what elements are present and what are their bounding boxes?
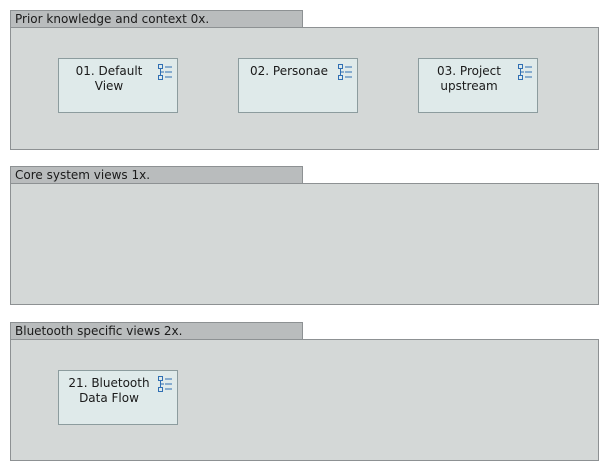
view-card-project-upstream[interactable]: 03. Project upstream <box>418 58 538 113</box>
group-body[interactable]: 21. Bluetooth Data Flow <box>10 339 599 461</box>
group-bluetooth-specific-views[interactable]: Bluetooth specific views 2x. 21. Bluetoo… <box>10 322 599 462</box>
group-title: Core system views 1x. <box>10 166 303 183</box>
view-list-icon <box>338 64 352 80</box>
view-list-icon <box>158 376 172 392</box>
view-card-default-view[interactable]: 01. Default View <box>58 58 178 113</box>
group-title: Bluetooth specific views 2x. <box>10 322 303 339</box>
group-title: Prior knowledge and context 0x. <box>10 10 303 27</box>
group-body[interactable] <box>10 183 599 305</box>
view-list-icon <box>158 64 172 80</box>
view-list-icon <box>518 64 532 80</box>
view-card-label: 01. Default View <box>75 64 143 93</box>
view-card-bluetooth-data-flow[interactable]: 21. Bluetooth Data Flow <box>58 370 178 425</box>
view-card-label: 02. Personae <box>250 64 328 78</box>
group-prior-knowledge[interactable]: Prior knowledge and context 0x. 01. Defa… <box>10 10 599 150</box>
group-body[interactable]: 01. Default View 02. Personae <box>10 27 599 150</box>
view-card-label: 21. Bluetooth Data Flow <box>68 376 150 405</box>
view-card-label: 03. Project upstream <box>437 64 501 93</box>
group-core-system-views[interactable]: Core system views 1x. <box>10 166 599 306</box>
view-card-personae[interactable]: 02. Personae <box>238 58 358 113</box>
